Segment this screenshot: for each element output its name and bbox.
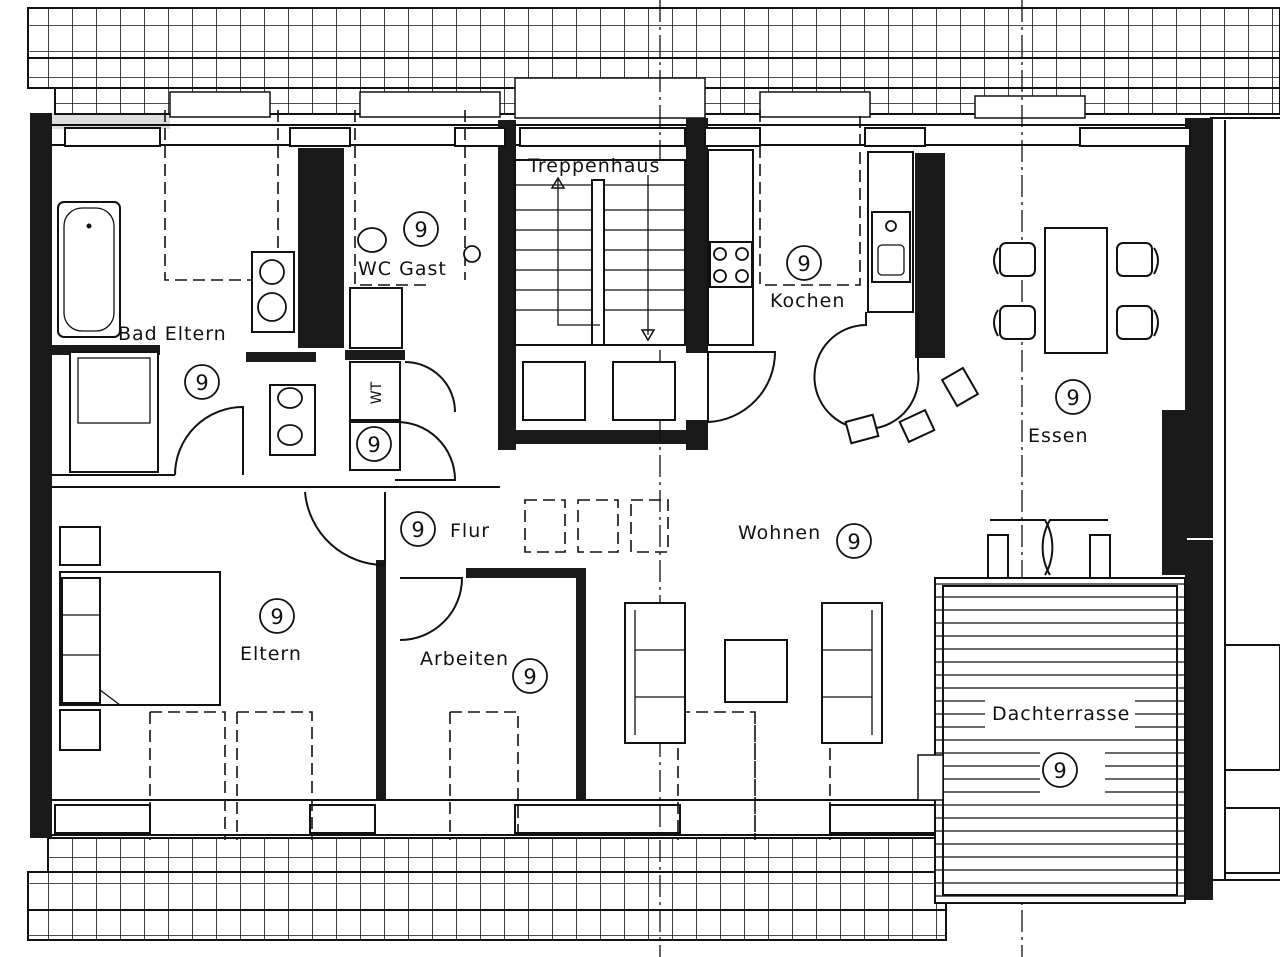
svg-text:9: 9 xyxy=(1066,386,1079,410)
toilets xyxy=(269,227,481,456)
room-number-arbeiten: 9 xyxy=(512,658,548,694)
right-side-fixtures xyxy=(1224,644,1280,874)
skylights xyxy=(524,499,669,553)
fixture-label-wt: WT xyxy=(369,381,385,404)
room-label-eltern: Eltern xyxy=(240,643,302,665)
room-label-bad-eltern: Bad Eltern xyxy=(118,323,227,345)
svg-text:9: 9 xyxy=(1053,759,1066,783)
room-label-dachterrasse: Dachterrasse xyxy=(992,703,1130,725)
bed xyxy=(59,526,221,751)
walls xyxy=(30,113,1280,900)
svg-text:9: 9 xyxy=(523,665,536,689)
svg-text:9: 9 xyxy=(195,371,208,395)
room-label-kochen: Kochen xyxy=(770,290,845,312)
room-number-dachterrasse: 9 xyxy=(1042,752,1078,788)
dining-table xyxy=(993,227,1159,354)
room-label-essen: Essen xyxy=(1028,425,1089,447)
room-number-eltern: 9 xyxy=(259,598,295,634)
staircase xyxy=(514,159,686,421)
double-sink xyxy=(251,251,295,333)
room-number-markers: 9 9 9 9 9 9 9 9 9 9 xyxy=(184,211,1091,788)
shower-tray xyxy=(69,351,159,473)
room-number-wc: 9 xyxy=(403,211,439,247)
svg-text:9: 9 xyxy=(270,605,283,629)
kitchen-sink xyxy=(867,151,914,313)
room-number-bad: 9 xyxy=(184,364,220,400)
svg-text:9: 9 xyxy=(367,433,380,457)
doors xyxy=(174,351,1111,641)
svg-text:9: 9 xyxy=(414,218,427,242)
room-label-arbeiten: Arbeiten xyxy=(420,648,509,670)
room-labels: Bad Eltern WC Gast Treppenhaus Kochen Es… xyxy=(118,155,1130,725)
room-number-essen: 9 xyxy=(1055,379,1091,415)
roof-terrace xyxy=(917,577,1186,904)
room-number-flur: 9 xyxy=(400,511,436,547)
room-number-wohnen: 9 xyxy=(836,523,872,559)
room-number-kochen: 9 xyxy=(786,245,822,281)
room-label-wc-gast: WC Gast xyxy=(358,258,447,280)
roof-bottom xyxy=(27,837,947,941)
svg-text:9: 9 xyxy=(411,518,424,542)
bathtub xyxy=(57,201,121,338)
room-number-wt: 9 xyxy=(356,426,392,462)
room-label-flur: Flur xyxy=(450,520,490,542)
kitchen-island xyxy=(813,312,980,445)
utility-boxes xyxy=(349,287,403,471)
kitchen-counter xyxy=(707,149,754,346)
windows-top xyxy=(64,127,1191,147)
svg-text:9: 9 xyxy=(847,530,860,554)
room-label-treppenhaus: Treppenhaus xyxy=(527,155,660,177)
roof-top xyxy=(27,7,1280,119)
living-furniture xyxy=(624,602,883,744)
windows-bottom xyxy=(54,804,941,834)
room-label-wohnen: Wohnen xyxy=(738,522,821,544)
svg-text:9: 9 xyxy=(797,252,810,276)
